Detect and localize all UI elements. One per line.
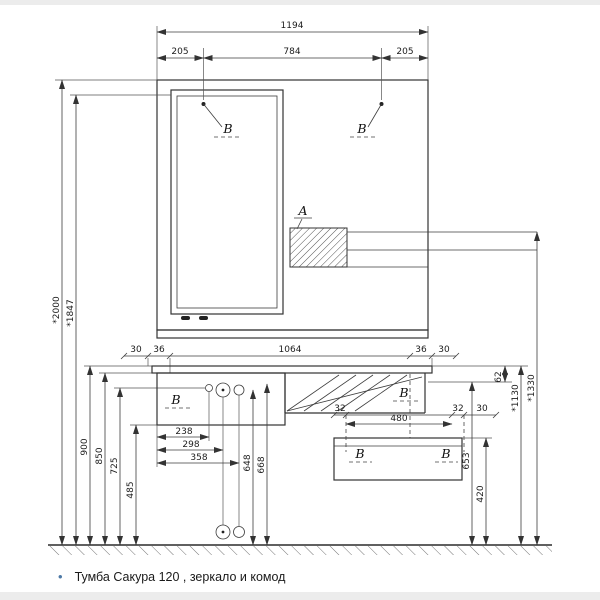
top-dimensions: 1194 205 784 205 (156, 21, 429, 100)
dim-row-36r: 36 (415, 345, 427, 355)
knob-small (205, 384, 213, 392)
dim-30b: 30 (476, 404, 488, 414)
section-label-a: A (297, 203, 307, 218)
mirror-light-switch (181, 316, 190, 320)
dim-480: 480 (390, 414, 407, 424)
mirror-light-switch (199, 316, 208, 320)
dim-total-width: 1194 (281, 21, 304, 31)
knob-projection-large (215, 524, 231, 540)
top-edge-strip (0, 0, 600, 5)
dim-1130: *1130 (511, 384, 521, 412)
dim-row-30r: 30 (438, 345, 450, 355)
dim-w238: 238 (175, 427, 192, 437)
dresser: B B (333, 437, 463, 481)
dim-62: 62 (494, 371, 504, 382)
dim-32l: 32 (334, 404, 345, 414)
ground (48, 544, 552, 555)
mirror (170, 89, 284, 320)
dresser-box (333, 437, 463, 481)
dim-w358: 358 (190, 453, 207, 463)
detail-label-b: B (222, 121, 232, 136)
detail-markers-b-top: B B (201, 102, 384, 138)
dresser-dimensions: 32 480 32 30 (330, 404, 500, 452)
dim-w298: 298 (182, 440, 199, 450)
caption: • Тумба Сакура 120 , зеркало и комод (58, 569, 285, 584)
dim-420: 420 (476, 485, 486, 502)
dim-h850: 850 (95, 447, 105, 464)
wall-unit-outline (156, 79, 429, 339)
knob-medium (233, 384, 245, 396)
dim-653: 653 (462, 452, 472, 469)
ground-hatch (48, 546, 552, 555)
dim-h900: 900 (80, 438, 90, 455)
mirror-glass (176, 95, 278, 309)
dim-row-30l: 30 (130, 345, 142, 355)
dim-h485: 485 (126, 481, 136, 498)
hatched-section (289, 227, 348, 268)
dim-top-center: 784 (283, 47, 300, 57)
bullet-icon: • (58, 569, 63, 584)
caption-text: Тумба Сакура 120 , зеркало и комод (74, 569, 286, 584)
bottom-edge-strip (0, 592, 600, 600)
dim-height-total: *2000 (52, 296, 62, 324)
knob-projection-medium (233, 526, 245, 538)
mirror-frame (170, 89, 284, 315)
dim-row-36l: 36 (153, 345, 165, 355)
dim-height-inner: *1847 (66, 299, 76, 326)
dim-row-1064: 1064 (279, 345, 302, 355)
detail-label-b: B (356, 121, 366, 136)
right-dimensions: 62 *1130 *1330 653 420 (428, 231, 540, 546)
dim-32r: 32 (452, 404, 463, 414)
countertop (151, 365, 433, 374)
detail-label-b: B (170, 392, 180, 407)
dim-h668: 668 (257, 456, 267, 473)
detail-label-b: B (354, 446, 364, 461)
detail-label-b: B (398, 385, 408, 400)
section-a: A (289, 203, 537, 268)
dim-top-left: 205 (171, 47, 188, 57)
dim-h725: 725 (110, 457, 120, 474)
lower-left-dimensions: 238 298 358 648 668 (156, 383, 270, 546)
middle-dimensions: 30 36 1064 36 30 (120, 345, 460, 373)
dim-top-right: 205 (396, 47, 413, 57)
detail-label-b: B (440, 446, 450, 461)
dim-1330: *1330 (527, 374, 537, 402)
vanity-cabinet: B B (151, 365, 433, 438)
left-dimensions: *2000 *1847 900 850 725 485 (52, 79, 205, 546)
dim-h648: 648 (243, 454, 253, 471)
